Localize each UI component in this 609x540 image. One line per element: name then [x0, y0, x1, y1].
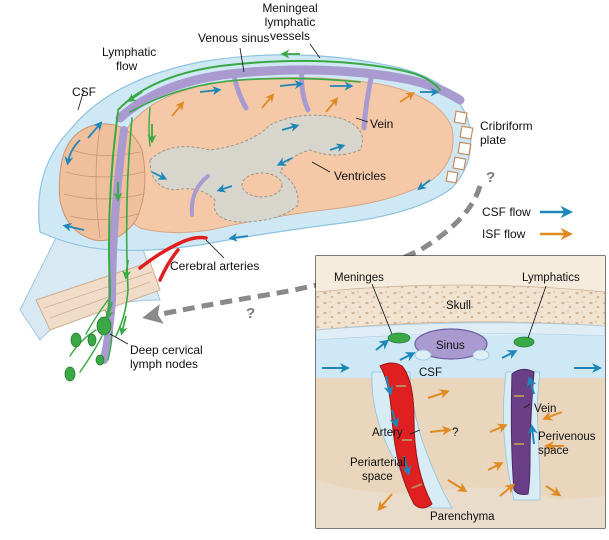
csf-flow-arrows	[62, 80, 440, 242]
legend-csf-label: CSF flow	[482, 205, 531, 219]
inset-label-periarterial: Periarterial	[350, 457, 406, 469]
ventricles-shape	[149, 114, 363, 223]
legend-isf-label: ISF flow	[482, 227, 526, 241]
legend: CSF flow ISF flow	[482, 205, 573, 241]
label-venous-sinus: Venous sinus	[198, 31, 269, 45]
label-lymphatic-flow-1: Lymphatic	[102, 45, 156, 59]
label-meningeal: Meningeal	[262, 1, 317, 15]
inset-label-periarterial-space: space	[362, 471, 393, 483]
lymphatic-flow-arrows	[105, 49, 300, 336]
question-mark-drainage: ?	[246, 305, 255, 322]
inset-label-lymphatics: Lymphatics	[522, 272, 580, 284]
cribriform-plate	[445, 110, 474, 184]
inset-vein	[510, 368, 535, 495]
label-csf: CSF	[72, 85, 96, 99]
skull-layer	[316, 284, 605, 331]
inset-csf-arrows	[322, 339, 602, 476]
leader-lines	[77, 43, 369, 345]
label-lymphatic-flow-2: flow	[116, 59, 138, 73]
inset-label-perivenous: Perivenous	[538, 431, 596, 443]
ventricle-inner	[241, 172, 283, 198]
label-plate: plate	[480, 133, 506, 147]
inset-label-csf: CSF	[419, 367, 442, 379]
label-cribriform: Cribriform	[480, 119, 533, 133]
inset-lymphatic-right	[513, 336, 535, 348]
label-lymphatic: lymphatic	[265, 15, 316, 29]
inset-label-artery: Artery	[372, 427, 403, 439]
inset-lymphatic-left	[387, 332, 411, 344]
inset-sinus	[414, 328, 488, 360]
label-lymph-nodes: lymph nodes	[130, 357, 198, 371]
cerebral-arteries	[138, 235, 208, 282]
lymph-nodes	[64, 316, 112, 382]
inset-label-vein: Vein	[534, 403, 556, 415]
question-mark-cribriform: ?	[486, 169, 495, 186]
inset-label-sinus: Sinus	[436, 340, 465, 352]
inset-isf-arrows	[377, 389, 564, 512]
inset-label-skull: Skull	[446, 300, 471, 312]
inset-label-meninges: Meninges	[334, 272, 384, 284]
inset-question-mark: ?	[452, 427, 458, 439]
cerebellum	[58, 123, 146, 242]
isf-flow-arrows	[171, 92, 415, 117]
label-cerebral-arteries: Cerebral arteries	[170, 259, 259, 273]
label-ventricles: Ventricles	[334, 169, 386, 183]
inset-label-parenchyma: Parenchyma	[430, 511, 495, 523]
label-deep-cervical: Deep cervical	[130, 343, 203, 357]
label-vessels: vessels	[270, 29, 310, 43]
inset-panel: Meninges Lymphatics Skull Sinus CSF Vein…	[315, 255, 606, 529]
inset-label-perivenous-space: space	[538, 445, 569, 457]
label-vein: Vein	[370, 117, 393, 131]
main-labels: Meningeal lymphatic vessels Venous sinus…	[72, 1, 533, 371]
venous-sinus	[100, 65, 465, 364]
